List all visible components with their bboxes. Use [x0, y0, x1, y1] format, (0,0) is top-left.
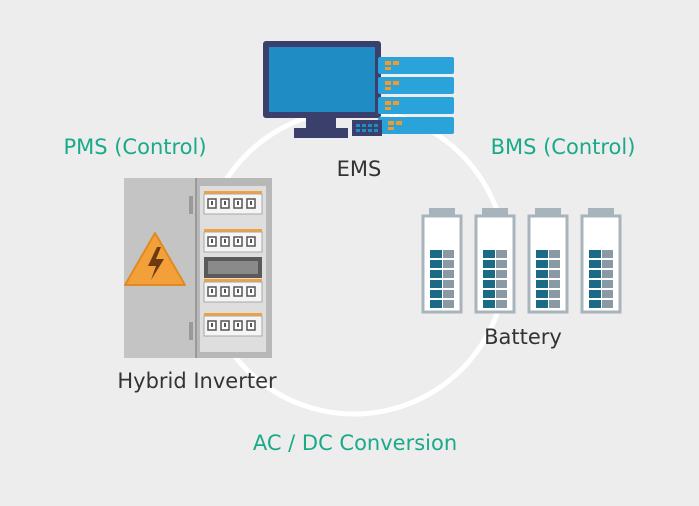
battery-icon	[474, 208, 516, 314]
ems-label: EMS	[337, 157, 382, 181]
monitor-icon	[263, 41, 381, 138]
meter-display	[204, 257, 262, 278]
hybrid-inverter-label: Hybrid Inverter	[117, 369, 277, 393]
breaker-row	[203, 279, 263, 303]
battery-icon	[580, 208, 622, 314]
bms-control-label: BMS (Control)	[491, 135, 636, 159]
battery-label: Battery	[484, 325, 562, 349]
breaker-row	[203, 313, 263, 337]
server-rack-icon	[352, 57, 454, 136]
breaker-row	[203, 229, 263, 253]
high-voltage-warning-icon	[124, 232, 186, 286]
breaker-row	[203, 191, 263, 215]
ac-dc-conversion-label: AC / DC Conversion	[253, 431, 457, 455]
battery-icon	[421, 208, 463, 314]
battery-group	[421, 208, 622, 314]
pms-control-label: PMS (Control)	[63, 135, 206, 159]
battery-icon	[527, 208, 569, 314]
breaker-panel	[203, 191, 263, 337]
